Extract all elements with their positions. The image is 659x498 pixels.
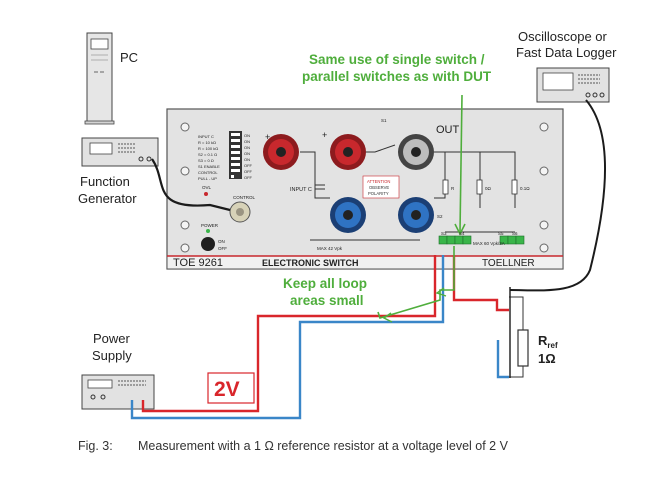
voltage-box <box>207 372 255 404</box>
dip-line: S3 = 0 Ω <box>198 158 214 163</box>
on-label: ON <box>218 239 225 244</box>
binding-post-gray-out[interactable] <box>398 134 434 170</box>
dip-line: PULL - UP <box>198 176 217 181</box>
dip-state: ON <box>244 139 250 144</box>
input-c-label: INPUT C <box>290 187 312 193</box>
rref-label: Rref <box>538 333 558 350</box>
attention-line1: ATTENTION <box>367 179 390 184</box>
r-label: R <box>451 186 455 191</box>
voltage-label: 2V <box>214 378 240 401</box>
note-switch-line-2: parallel switches as with DUT <box>302 69 492 84</box>
device-model: TOE 9261 <box>173 257 223 269</box>
power-label: POWER <box>201 223 219 228</box>
function-generator-icon <box>81 137 159 167</box>
power-led <box>206 229 210 233</box>
power-supply-label-2: Supply <box>92 348 132 363</box>
s2-label: S2 <box>437 214 443 219</box>
dip-line: S1 ENABLE <box>198 164 220 169</box>
plus-center: + <box>322 130 327 140</box>
s6-label: S6 <box>512 231 518 236</box>
note-loop-line-1: Keep all loop <box>283 276 368 291</box>
s4-label: S4 <box>459 231 465 236</box>
r2-label: 0Ω <box>485 186 492 191</box>
power-button[interactable] <box>201 237 215 251</box>
attention-line2: OBSERVE <box>369 185 389 190</box>
dip-legend: INPUT C R = 10 kΩ R = 100 kΩ S2 = 0.1 Ω … <box>198 133 253 181</box>
s1-label: S1 <box>381 118 387 123</box>
attention-line3: POLARITY <box>368 191 389 196</box>
wire-oscilloscope-probe <box>509 99 606 292</box>
reference-resistor <box>509 296 529 378</box>
ovl-led <box>204 192 208 196</box>
note-switch-line-1: Same use of single switch / <box>309 52 485 67</box>
binding-post-blue-center[interactable] <box>330 197 366 233</box>
wire-green-sense <box>377 246 455 319</box>
pc-label: PC <box>120 50 139 65</box>
max-left-label: MAX 42 Vpk <box>317 246 343 251</box>
max-right-label: MAX 60 Vpk/2A <box>473 241 505 246</box>
power-supply-label-1: Power <box>93 331 130 346</box>
control-knob[interactable] <box>229 201 251 223</box>
binding-post-red-left[interactable] <box>263 134 299 170</box>
caption-text: Measurement with a 1 Ω reference resisto… <box>138 439 508 453</box>
function-generator-label-1: Function <box>80 174 130 189</box>
out-label: OUT <box>436 124 460 136</box>
dip-state: ON <box>244 157 250 162</box>
caption-number: Fig. 3: <box>78 439 113 453</box>
binding-post-red-center[interactable] <box>330 134 366 170</box>
dip-line: CONTROL <box>198 170 218 175</box>
ovl-label: OVL <box>202 185 212 190</box>
note-loop-line-2: areas small <box>290 293 364 308</box>
dip-state: ON <box>244 145 250 150</box>
plus-left: + <box>265 132 270 142</box>
dip-line: S2 = 0.1 Ω <box>198 152 217 157</box>
r3-label: 0.1Ω <box>520 186 530 191</box>
dip-state: OFF <box>244 169 253 174</box>
dip-line: INPUT C <box>198 134 214 139</box>
off-label: OFF <box>218 246 227 251</box>
dip-line: R = 100 kΩ <box>198 146 218 151</box>
rref-value: 1Ω <box>538 351 556 366</box>
function-generator-label-2: Generator <box>78 191 137 206</box>
dip-line: R = 10 kΩ <box>198 140 216 145</box>
pc-icon <box>84 32 115 125</box>
dip-state: OFF <box>244 175 253 180</box>
control-label: CONTROL <box>233 195 255 200</box>
oscilloscope-label-2: Fast Data Logger <box>516 45 617 60</box>
binding-post-blue-right[interactable] <box>398 197 434 233</box>
s3-label: S3 <box>441 231 447 236</box>
wire-generator-control <box>151 158 231 212</box>
device-name: ELECTRONIC SWITCH <box>262 258 359 268</box>
wire-blue <box>130 255 509 420</box>
oscilloscope-label-1: Oscilloscope or <box>518 29 607 44</box>
device-brand: TOELLNER <box>482 258 535 269</box>
figure-caption: Fig. 3: Measurement with a 1 Ω reference … <box>78 439 508 453</box>
oscilloscope-icon <box>536 67 610 103</box>
dip-state: OFF <box>244 163 253 168</box>
dip-state: ON <box>244 151 250 156</box>
dip-state: ON <box>244 133 250 138</box>
electronic-switch-panel <box>166 108 564 270</box>
s5-label: S5 <box>498 231 504 236</box>
